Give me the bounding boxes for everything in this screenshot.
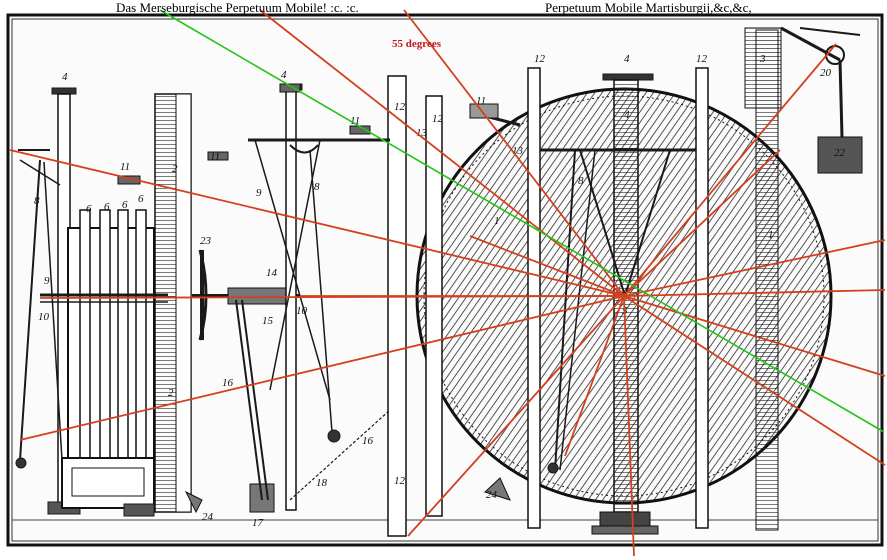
caption-left: Das Merseburgische Perpetuum Mobile! :c.… [116,0,359,15]
figure-number: 2 [172,163,178,175]
figure-number: 12 [696,53,708,65]
figure-number: 1 [768,229,774,241]
figure-number: 4 [281,69,287,81]
red-ray-line [623,289,886,297]
figure-number: 10 [296,305,308,317]
figure-number: 11 [350,115,360,127]
red-ray-line [623,295,886,377]
red-ray-line [623,43,837,297]
red-ray-line [259,9,625,297]
figure-number: 12 [394,475,406,487]
figure-number: 23 [200,235,212,247]
figure-number: 4 [624,53,630,65]
figure-number: 14 [266,267,278,279]
figure-number: 4 [624,109,630,121]
figure-number: 6 [138,193,144,205]
figure-number: 18 [316,477,328,489]
red-ray-line [564,295,625,457]
figure-number: 24 [486,489,498,501]
ray-hub [621,293,627,299]
red-ray-line [469,235,625,297]
figure-number: 12 [394,101,406,113]
figure-number: 6 [104,201,110,213]
figure-number: 24 [202,511,214,523]
figure-number: 2 [168,387,174,399]
figure-number: 17 [252,517,264,529]
figure-number: 11 [476,95,486,107]
red-ray-line [407,295,625,537]
figure-number: 15 [262,315,274,327]
figure-number: 6 [86,203,92,215]
figure-number: 11 [120,161,130,173]
red-ray-line [623,239,886,297]
red-ray-line [623,149,781,297]
figure-number: 8 [578,175,584,187]
green-guide-line [159,9,885,433]
ray-overlay [9,9,886,557]
figure-number: 16 [362,435,374,447]
red-ray-line [623,295,635,557]
red-ray-line [19,295,625,441]
figure-number: 12 [432,113,444,125]
figure-number: 9 [256,187,262,199]
figure-number: 1 [494,215,500,227]
figure-numbers: 4 4 4 4 2 2 11 11 11 11 6 6 6 6 8 8 8 9 … [34,53,846,529]
weight-block [817,136,863,174]
angle-annotation: 55 degrees [392,38,441,50]
figure-number: 13 [512,145,524,157]
figure-number: 6 [122,199,128,211]
figure-number: 8 [34,195,40,207]
figure-number: 22 [834,147,846,159]
red-ray-line [623,295,886,466]
figure-number: 12 [534,53,546,65]
figure-number: 9 [44,275,50,287]
figure-number: 16 [222,377,234,389]
figure-number: 3 [759,53,766,65]
figure-number: 8 [314,181,320,193]
figure-number: 11 [210,151,220,163]
figure-number: 13 [416,127,428,139]
caption-right: Perpetuum Mobile Martisburgij,&c,&c, [545,0,752,15]
figure-number: 20 [820,67,832,79]
red-ray-line [9,149,625,297]
red-ray-line [403,9,625,297]
figure-number: 4 [62,71,68,83]
figure-number: 10 [38,311,50,323]
